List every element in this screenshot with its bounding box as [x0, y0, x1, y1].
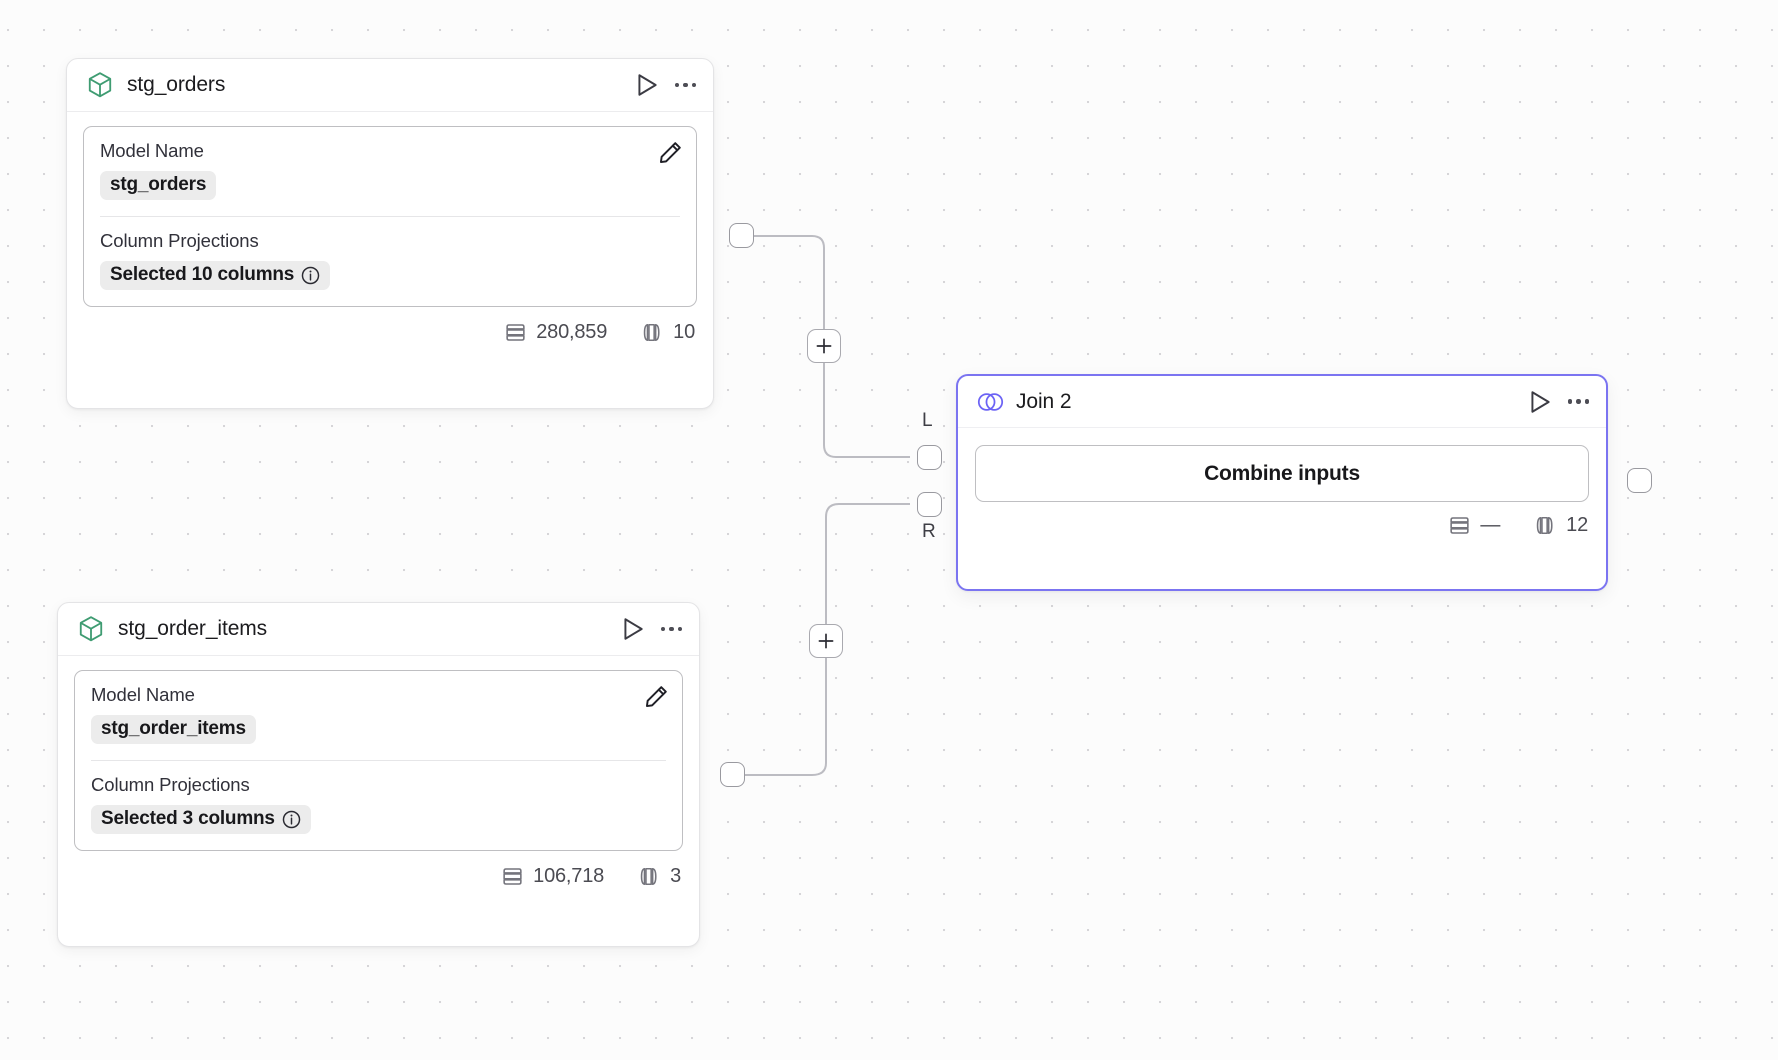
venn-icon — [976, 390, 1005, 414]
node-title: Join 2 — [1016, 389, 1072, 413]
combine-inputs-button[interactable]: Combine inputs — [975, 445, 1589, 502]
column-projections-chip[interactable]: Selected 10 columns — [100, 261, 331, 290]
add-node-button-lower[interactable] — [809, 624, 843, 658]
model-name-chip[interactable]: stg_order_items — [91, 715, 256, 744]
model-params-box: Model Name stg_order_items Column Projec… — [74, 670, 683, 851]
model-name-value: stg_orders — [110, 174, 207, 195]
output-port-join-2[interactable] — [1627, 468, 1652, 493]
pencil-icon[interactable] — [644, 684, 669, 709]
cube-icon — [78, 615, 104, 643]
input-port-left-label: L — [922, 410, 933, 431]
node-join-2[interactable]: Join 2 Combine inputs — [956, 374, 1608, 591]
node-title: stg_order_items — [118, 617, 268, 640]
output-port-stg-order-items[interactable] — [720, 762, 745, 787]
node-body: Model Name stg_order_items Column Projec… — [58, 656, 699, 851]
input-port-join-right[interactable] — [917, 492, 942, 517]
column-projections-value: Selected 10 columns — [110, 264, 295, 285]
row-count-stat: 106,718 — [501, 865, 604, 888]
cube-icon — [87, 71, 113, 99]
param-divider — [91, 760, 666, 761]
row-count-value: — — [1480, 513, 1501, 536]
node-footer: 280,859 10 — [67, 307, 713, 357]
rows-icon — [1448, 514, 1471, 537]
row-count-stat: 280,859 — [504, 321, 607, 344]
node-footer: 106,718 3 — [58, 851, 699, 901]
columns-icon — [641, 321, 664, 344]
column-projections-label: Column Projections — [100, 230, 259, 251]
param-divider — [100, 216, 680, 217]
column-projections-chip[interactable]: Selected 3 columns — [91, 805, 311, 834]
column-projections-label: Column Projections — [91, 774, 250, 795]
pencil-icon[interactable] — [658, 140, 683, 165]
node-stg-order-items[interactable]: stg_order_items — [57, 602, 700, 947]
ellipsis-icon[interactable] — [1567, 399, 1589, 404]
column-count-value: 3 — [670, 864, 681, 887]
columns-icon — [1534, 514, 1557, 537]
model-name-label: Model Name — [100, 140, 204, 161]
add-node-button-upper[interactable] — [807, 329, 841, 363]
columns-icon — [638, 865, 661, 888]
column-count-stat: 3 — [638, 865, 681, 888]
row-count-value: 106,718 — [533, 864, 605, 887]
node-footer: — 12 — [958, 502, 1606, 548]
input-port-join-left[interactable] — [917, 445, 942, 470]
play-icon[interactable] — [1528, 389, 1552, 415]
info-icon[interactable] — [301, 266, 320, 285]
column-count-stat: 12 — [1534, 514, 1588, 537]
ellipsis-icon[interactable] — [660, 626, 682, 632]
model-name-value: stg_order_items — [101, 718, 246, 739]
node-body: Model Name stg_orders Column Projections… — [67, 112, 713, 307]
info-icon[interactable] — [282, 810, 301, 829]
column-count-value: 10 — [673, 320, 695, 343]
rows-icon — [504, 321, 527, 344]
row-count-value: 280,859 — [536, 320, 608, 343]
input-port-right-label: R — [922, 521, 936, 542]
node-header: stg_order_items — [58, 603, 699, 656]
node-stg-orders[interactable]: stg_orders — [66, 58, 714, 409]
model-name-label: Model Name — [91, 684, 195, 705]
column-count-stat: 10 — [641, 321, 695, 344]
node-title: stg_orders — [127, 73, 226, 96]
node-body: Combine inputs — [958, 428, 1606, 502]
column-count-value: 12 — [1566, 513, 1588, 536]
play-icon[interactable] — [621, 616, 645, 642]
node-header: stg_orders — [67, 59, 713, 112]
output-port-stg-orders[interactable] — [729, 223, 754, 248]
ellipsis-icon[interactable] — [674, 82, 696, 88]
row-count-stat: — — [1448, 514, 1500, 537]
model-name-chip[interactable]: stg_orders — [100, 171, 217, 200]
node-header: Join 2 — [958, 376, 1606, 428]
rows-icon — [501, 865, 524, 888]
column-projections-value: Selected 3 columns — [101, 808, 275, 829]
model-params-box: Model Name stg_orders Column Projections… — [83, 126, 697, 307]
play-icon[interactable] — [635, 72, 659, 98]
